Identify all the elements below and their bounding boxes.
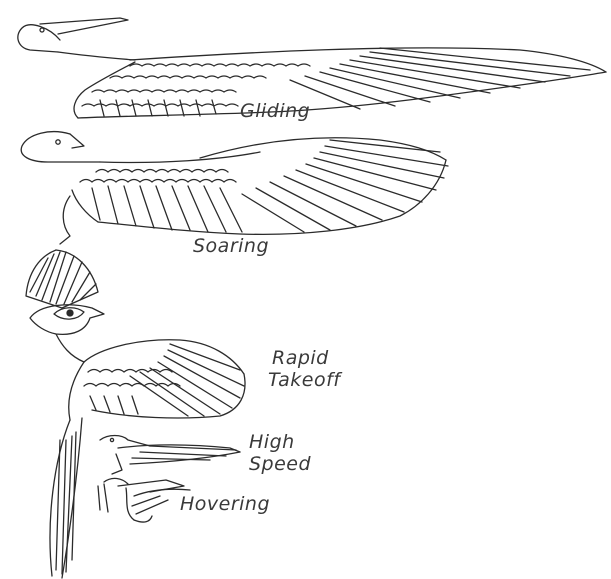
high-speed-label-line-1: High <box>249 431 311 453</box>
gliding-wing-icon <box>18 18 606 118</box>
rapid-takeoff-wing-icon <box>26 250 245 578</box>
hovering-label: Hovering <box>180 493 270 515</box>
soaring-label: Soaring <box>193 235 269 257</box>
high-speed-label: High Speed <box>249 431 311 475</box>
rapid-takeoff-label: Rapid Takeoff <box>272 347 340 391</box>
high-speed-wing-icon <box>100 436 240 475</box>
rapid-takeoff-label-line-2: Takeoff <box>268 369 340 391</box>
rapid-takeoff-label-line-1: Rapid <box>272 347 340 369</box>
high-speed-label-line-2: Speed <box>249 453 311 475</box>
soaring-wing-icon <box>21 132 448 244</box>
gliding-label: Gliding <box>240 100 310 122</box>
hovering-wing-icon <box>98 478 190 522</box>
